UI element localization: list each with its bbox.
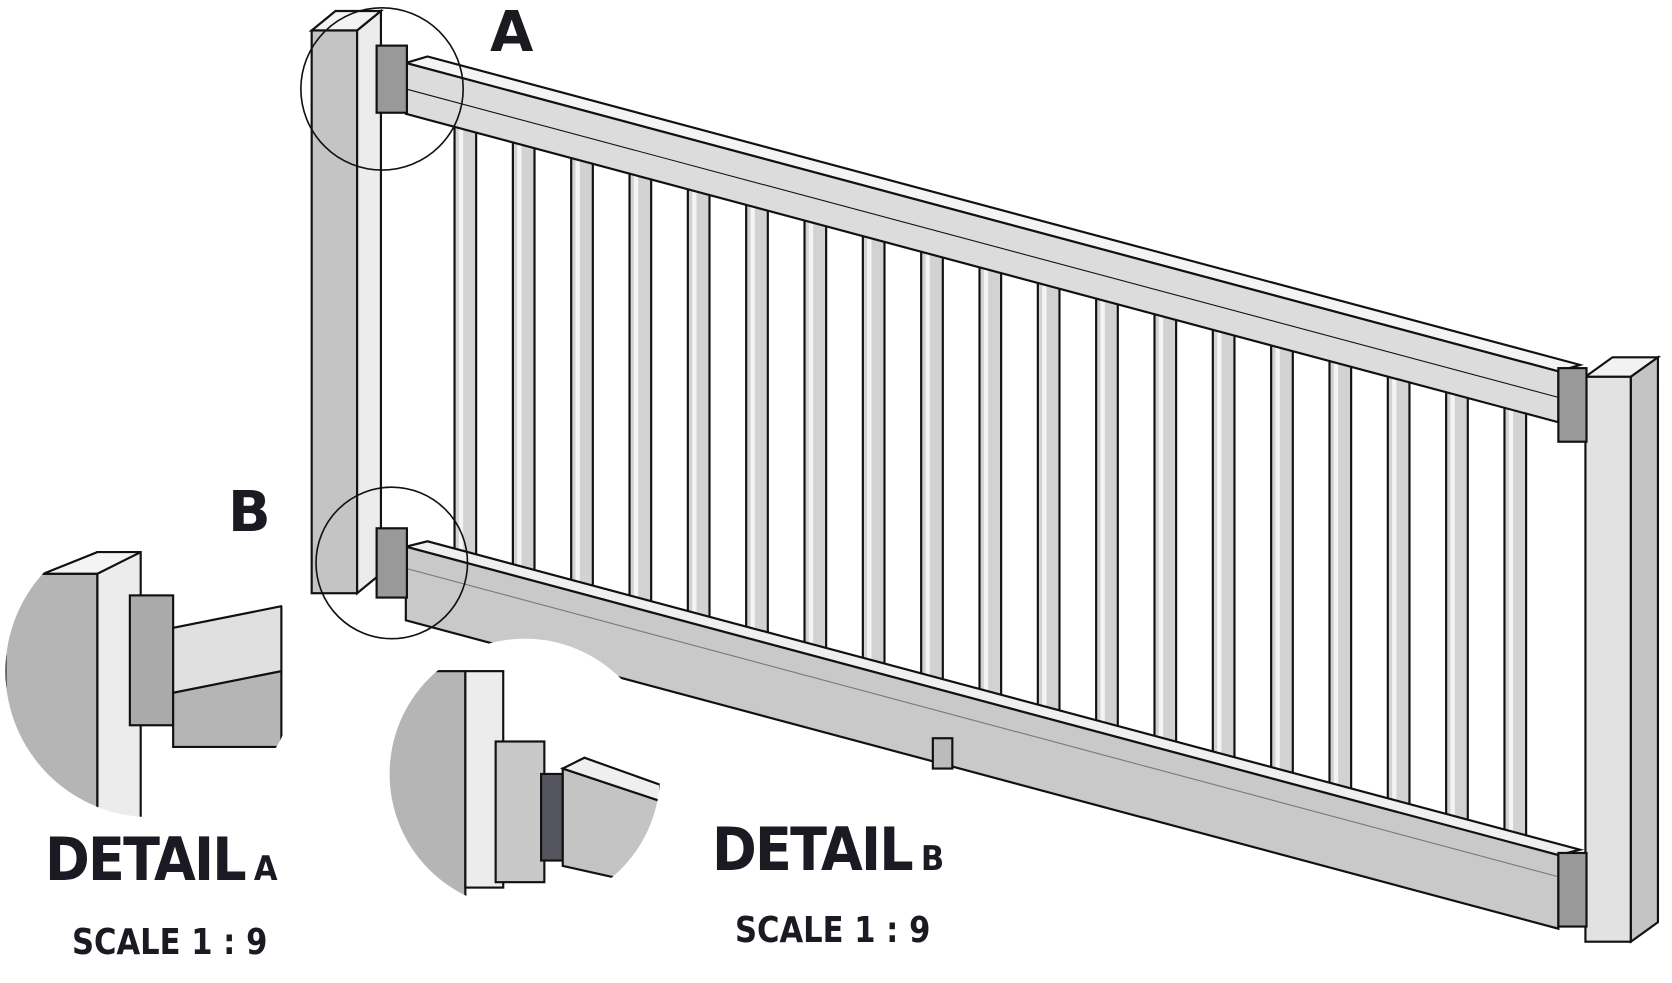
detail-b-letter: B xyxy=(920,839,945,879)
callout-label-a: A xyxy=(490,0,534,65)
callout-label-b: B xyxy=(228,480,271,545)
bracket-bottom-right xyxy=(1557,851,1588,928)
baluster xyxy=(511,135,536,588)
baluster xyxy=(1036,276,1061,729)
detail-a-letter: A xyxy=(253,849,278,889)
baluster xyxy=(628,166,653,620)
detail-a-view xyxy=(5,525,298,818)
support-block xyxy=(931,737,954,770)
callout-circle-b xyxy=(315,486,469,640)
detail-b-view xyxy=(389,638,661,910)
baluster xyxy=(1503,400,1528,854)
right-post xyxy=(1557,355,1662,944)
baluster xyxy=(861,229,886,682)
baluster xyxy=(978,260,1003,713)
bottom-rail xyxy=(401,540,1585,931)
callout-circle-a xyxy=(300,6,464,171)
detail-b-title-text: DETAIL xyxy=(712,815,914,885)
baluster xyxy=(920,244,944,698)
baluster xyxy=(686,182,711,635)
baluster xyxy=(1386,369,1411,823)
baluster xyxy=(1211,322,1236,776)
baluster xyxy=(1328,354,1353,807)
baluster xyxy=(803,213,828,666)
detail-a-title-text: DETAIL xyxy=(45,825,247,895)
bracket-top-left xyxy=(375,44,408,114)
detail-b-scale: SCALE 1 : 9 xyxy=(735,910,931,951)
detail-a-scale: SCALE 1 : 9 xyxy=(72,922,268,963)
baluster xyxy=(1445,385,1469,838)
baluster xyxy=(1095,291,1119,745)
baluster xyxy=(1270,338,1294,791)
bracket-top-right xyxy=(1557,367,1588,443)
left-post xyxy=(308,8,408,599)
baluster xyxy=(570,151,594,604)
baluster xyxy=(453,120,478,573)
baluster xyxy=(1153,307,1178,760)
balusters xyxy=(453,120,1528,854)
bracket-bottom-left xyxy=(375,527,408,599)
baluster xyxy=(745,198,769,651)
